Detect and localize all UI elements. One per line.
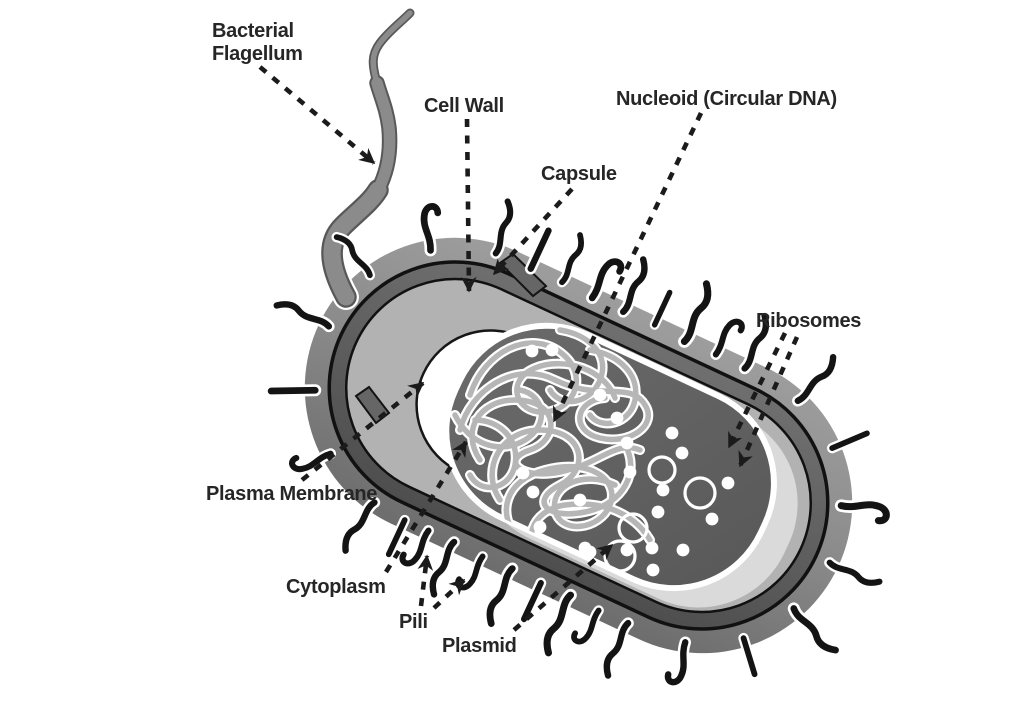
pilus bbox=[389, 520, 405, 554]
pilus bbox=[492, 201, 514, 254]
pilus bbox=[524, 583, 541, 619]
ribosome-dot bbox=[656, 483, 670, 497]
pilus bbox=[485, 567, 516, 623]
plasmid-ring bbox=[617, 512, 649, 544]
pilus bbox=[829, 559, 880, 587]
ribosome-dot bbox=[676, 543, 690, 557]
label-bacterial-flagellum-line1: Bacterial bbox=[212, 20, 294, 42]
leader-capsule bbox=[492, 187, 574, 276]
label-cell-wall: Cell Wall bbox=[424, 95, 504, 117]
leader-cell-wall bbox=[461, 118, 477, 293]
leader-nucleoid bbox=[551, 112, 704, 423]
pilus bbox=[340, 501, 378, 551]
pilus bbox=[559, 235, 586, 283]
ribosome-dot bbox=[651, 505, 665, 519]
leader-bacterial-flagellum bbox=[258, 65, 376, 165]
pilus bbox=[832, 433, 867, 448]
pilus bbox=[795, 357, 838, 402]
label-ribosomes: Ribosomes bbox=[756, 310, 861, 332]
pilus bbox=[602, 622, 632, 676]
leader-ribosomes-1 bbox=[726, 331, 788, 449]
label-pili: Pili bbox=[399, 611, 428, 633]
leader-pili-2 bbox=[432, 578, 466, 610]
ribosome-dot bbox=[675, 446, 689, 460]
ribosome-dot bbox=[665, 426, 679, 440]
ribosome-dot bbox=[533, 520, 547, 534]
leader-plasmid bbox=[512, 543, 614, 632]
ribosome-dot bbox=[705, 512, 719, 526]
ribosome-dot bbox=[623, 465, 637, 479]
pilus bbox=[655, 293, 670, 325]
ribosome-dot bbox=[610, 411, 624, 425]
pilus bbox=[792, 606, 836, 655]
pilus bbox=[271, 390, 315, 391]
ribosome-dot bbox=[545, 343, 559, 357]
pilus bbox=[542, 594, 575, 653]
ribosome-dot bbox=[645, 541, 659, 555]
ribosome-dot bbox=[525, 344, 539, 358]
pilus bbox=[531, 231, 549, 269]
label-cytoplasm: Cytoplasm bbox=[286, 576, 386, 598]
label-plasmid: Plasmid bbox=[442, 635, 517, 657]
ribosome-dot bbox=[573, 493, 587, 507]
pilus bbox=[277, 299, 330, 330]
pilus bbox=[428, 541, 458, 595]
ribosome-dot bbox=[620, 436, 634, 450]
plasmid-ring bbox=[683, 476, 717, 510]
ribosome-dot bbox=[526, 485, 540, 499]
ribosome-dot bbox=[646, 563, 660, 577]
label-nucleoid: Nucleoid (Circular DNA) bbox=[616, 88, 837, 110]
label-capsule: Capsule bbox=[541, 163, 617, 185]
leader-pili-1 bbox=[417, 554, 434, 607]
leader-ribosomes-2 bbox=[737, 336, 800, 468]
cut-notch-top bbox=[498, 252, 548, 298]
label-bacterial-flagellum-line2: Flagellum bbox=[212, 43, 303, 65]
ribosome-dot bbox=[583, 545, 597, 559]
pilus bbox=[680, 284, 713, 343]
ribosome-dot bbox=[721, 476, 735, 490]
labels: Bacterial Flagellum Cell Wall Capsule Nu… bbox=[206, 20, 862, 657]
leader-lines bbox=[258, 65, 800, 632]
ribosome-dot bbox=[593, 388, 607, 402]
organelles-layer bbox=[516, 343, 735, 577]
label-plasma-membrane: Plasma Membrane bbox=[206, 483, 377, 505]
plasmid-ring bbox=[647, 455, 677, 485]
ribosome-dot bbox=[516, 466, 530, 480]
